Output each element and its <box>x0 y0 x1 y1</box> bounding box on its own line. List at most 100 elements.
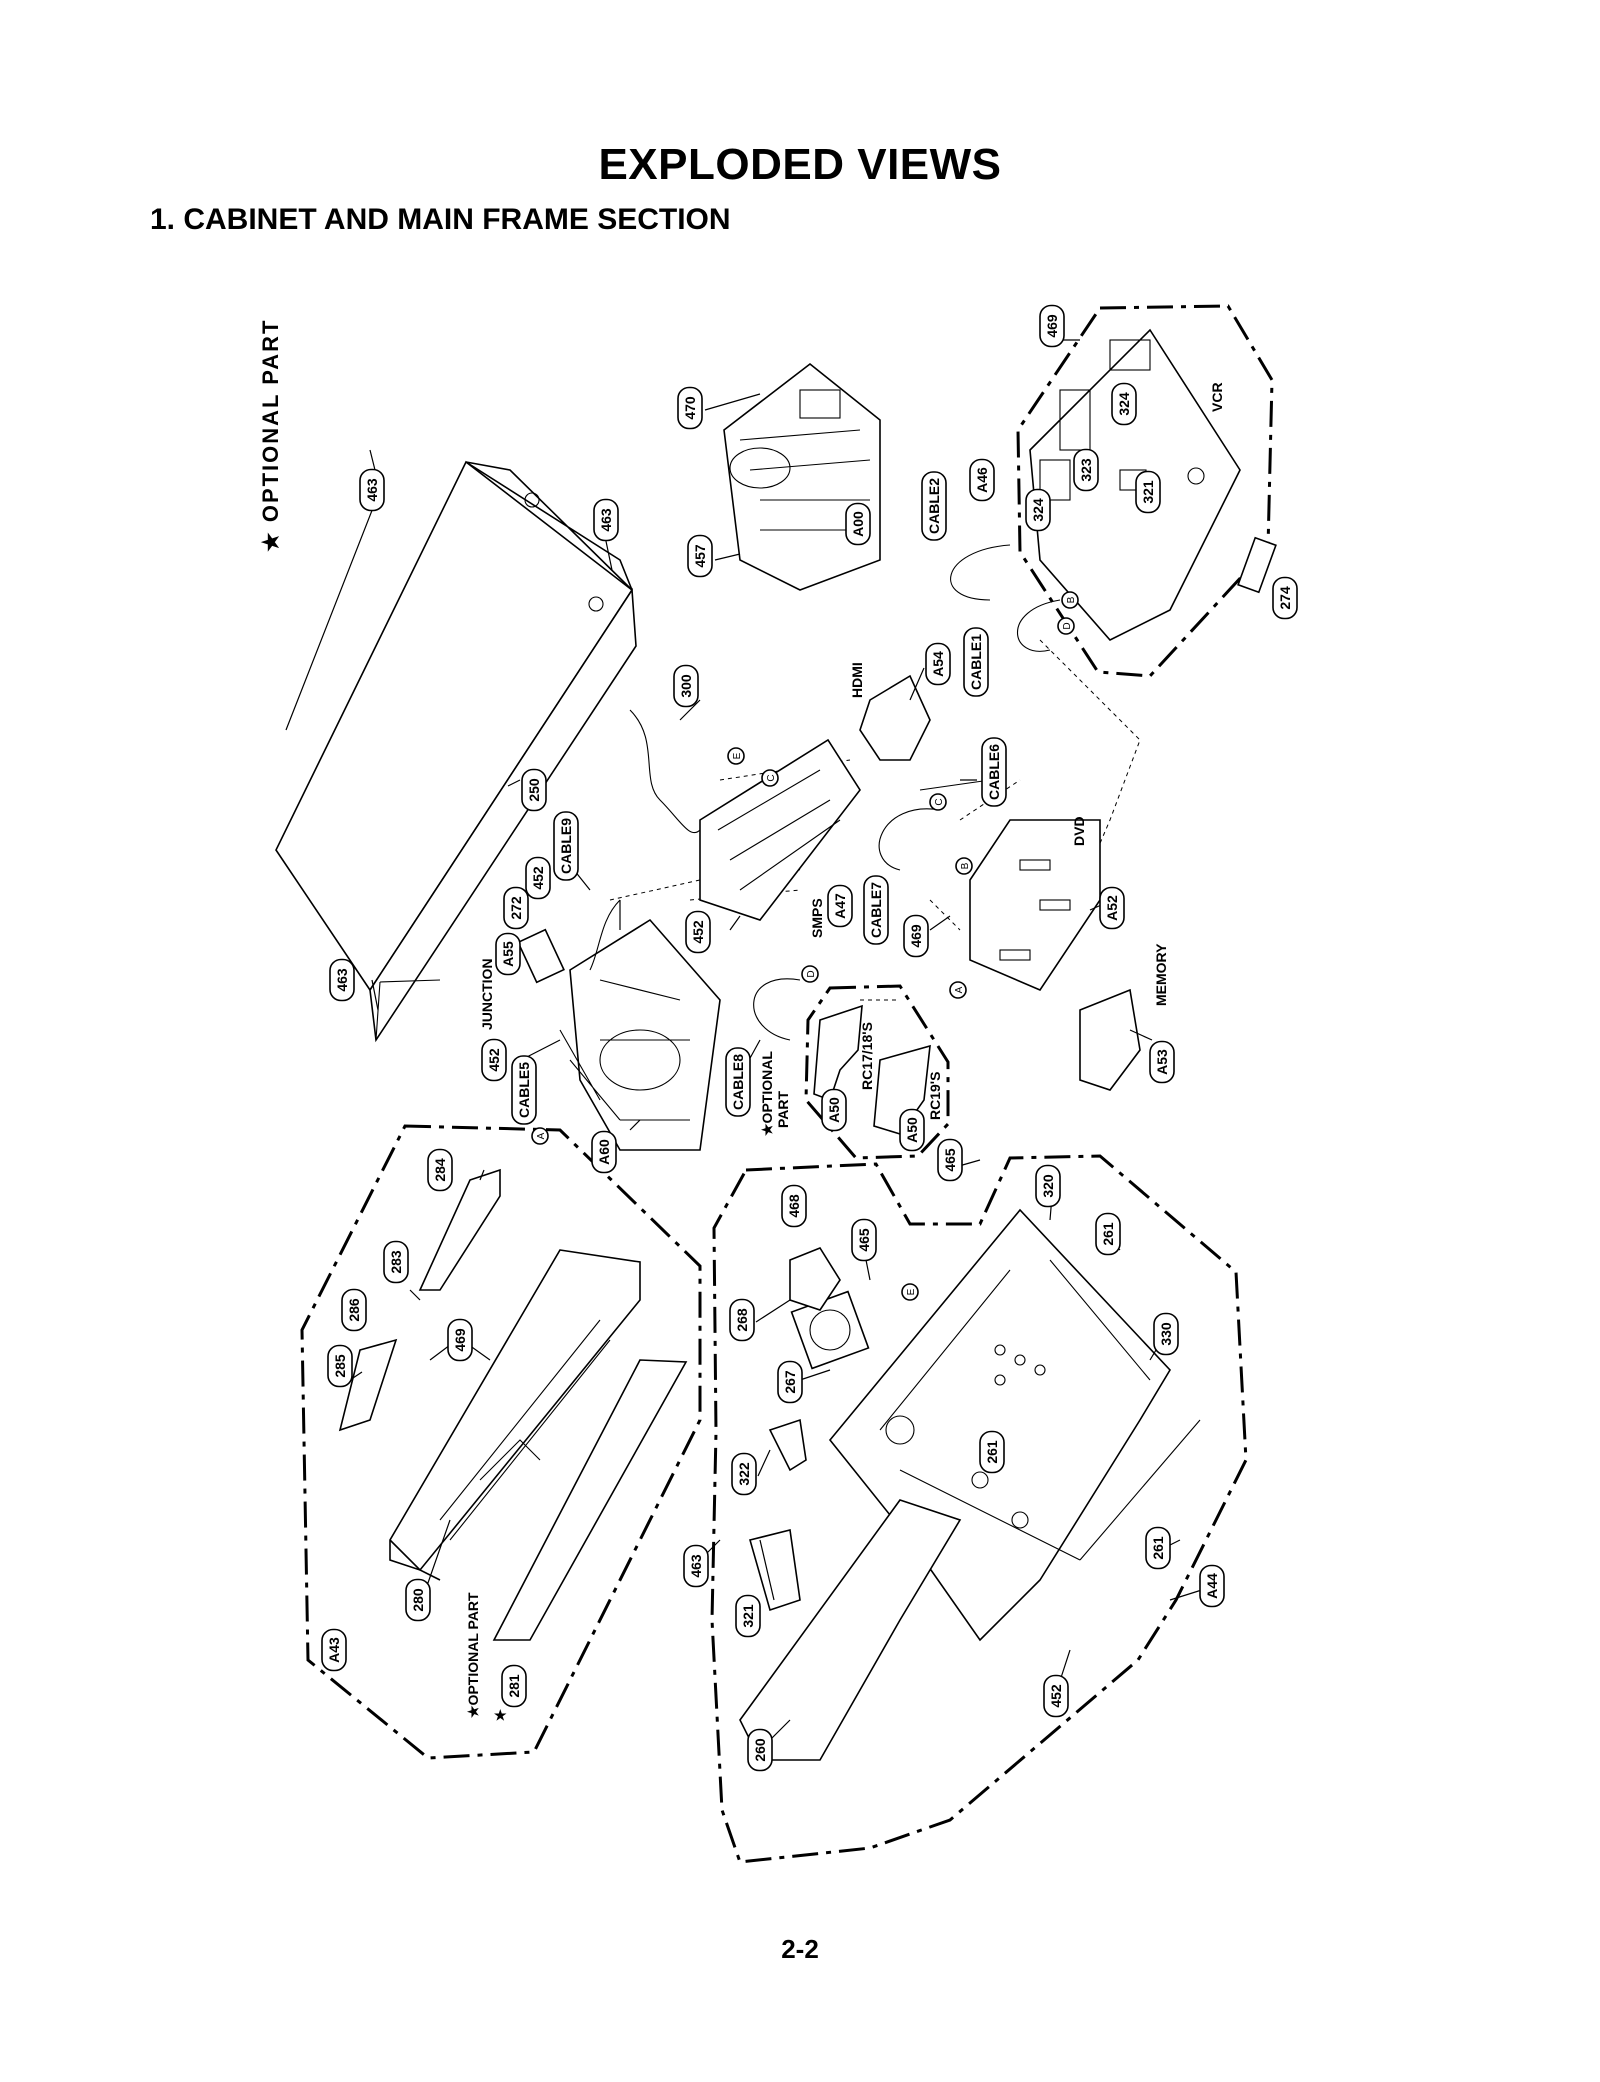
callout-283: 283 <box>383 1240 409 1284</box>
callout-457: 457 <box>687 534 713 578</box>
bracket-322 <box>768 1418 807 1472</box>
cable1-loop <box>1017 599 1061 652</box>
callout-text: 323 <box>1078 458 1094 482</box>
page-number: 2-2 <box>781 1934 819 1964</box>
connector-d: D <box>801 965 819 983</box>
callout-463c: 463 <box>329 958 355 1002</box>
cable6 <box>919 779 991 791</box>
connector-c: C <box>929 793 947 811</box>
svg-text:B: B <box>1066 596 1077 603</box>
callout-261b: 261 <box>979 1430 1005 1474</box>
label-star: ★ <box>494 1707 507 1723</box>
callout-text: A60 <box>596 1139 612 1165</box>
callout-text: 468 <box>786 1194 802 1218</box>
callout-469-top: 469 <box>1039 304 1065 348</box>
bracket-268 <box>789 1247 841 1311</box>
callout-322: 322 <box>731 1452 757 1496</box>
callout-463d: 463 <box>683 1544 709 1588</box>
label-smps: SMPS <box>809 898 825 938</box>
connector-e: E <box>727 747 745 765</box>
cable7-loop <box>878 808 941 871</box>
callout-text: 452 <box>486 1048 502 1072</box>
label-dvd: DVD <box>1071 816 1087 846</box>
fan-hub <box>809 1309 851 1351</box>
callout-text: CABLE9 <box>558 818 574 874</box>
callout-463a: 463 <box>359 468 385 512</box>
callout-text: A50 <box>904 1117 920 1143</box>
callout-text: 250 <box>526 778 542 802</box>
callout-text: 260 <box>752 1738 768 1762</box>
callout-452c: 452 <box>481 1038 507 1082</box>
vcr-board-group-outline <box>1016 304 1274 678</box>
smps-board-a47 <box>699 738 861 921</box>
callout-layer: 469470457A00A46324324323321274CABLE2CABL… <box>321 304 1298 1772</box>
label-memory: MEMORY <box>1153 943 1169 1006</box>
callout-text: A47 <box>832 893 848 919</box>
svg-text:C: C <box>766 774 777 781</box>
callout-452b: 452 <box>685 910 711 954</box>
optional-part-note: ★ OPTIONAL PART <box>258 319 283 552</box>
callout-text: A44 <box>1204 1573 1220 1599</box>
callout-text: 469 <box>908 924 924 948</box>
connector-a: A <box>531 1127 549 1145</box>
label-rc19: RC19'S <box>927 1072 943 1120</box>
callout-text: 272 <box>508 896 524 920</box>
connector-d: D <box>1057 617 1075 635</box>
junction-board-a55 <box>517 928 565 984</box>
connector-e: E <box>901 1283 919 1301</box>
callout-text: 463 <box>334 968 350 992</box>
callout-260: 260 <box>747 1728 773 1772</box>
label-optional-part-a: ★OPTIONAL <box>759 1051 775 1136</box>
callout-a47: A47 <box>827 884 853 928</box>
callout-300: 300 <box>673 664 699 708</box>
callout-text: 261 <box>984 1440 1000 1464</box>
callout-text: 463 <box>688 1554 704 1578</box>
memory-board-a53 <box>1079 988 1141 1091</box>
callout-text: 285 <box>332 1354 348 1378</box>
callout-text: 261 <box>1150 1536 1166 1560</box>
callout-text: A00 <box>850 511 866 537</box>
callout-cable2: CABLE2 <box>921 471 947 541</box>
callout-text: A46 <box>974 467 990 493</box>
label-junction: JUNCTION <box>479 958 495 1030</box>
callout-272: 272 <box>503 886 529 930</box>
svg-text:A: A <box>954 986 965 993</box>
callout-text: 463 <box>598 508 614 532</box>
callout-268: 268 <box>729 1298 755 1342</box>
callout-text: 320 <box>1040 1174 1056 1198</box>
callout-469c: 469 <box>447 1318 473 1362</box>
callout-281: 281 <box>501 1664 527 1708</box>
callout-text: 284 <box>432 1158 448 1182</box>
callout-text: 283 <box>388 1250 404 1274</box>
callout-text: 280 <box>410 1588 426 1612</box>
callout-261c: 261 <box>1145 1526 1171 1570</box>
label-rc1718: RC17/18'S <box>859 1022 875 1090</box>
callout-a55: A55 <box>495 932 521 976</box>
callout-469b: 469 <box>903 914 929 958</box>
callout-text: 300 <box>678 674 694 698</box>
cable9 <box>589 899 621 971</box>
page-title: EXPLODED VIEWS <box>598 140 1002 189</box>
callout-280: 280 <box>405 1578 431 1622</box>
callout-text: 465 <box>856 1228 872 1252</box>
svg-text:A: A <box>536 1132 547 1139</box>
callout-465b: 465 <box>851 1218 877 1262</box>
callout-text: CABLE8 <box>730 1054 746 1110</box>
cable2-loop <box>950 544 1011 601</box>
callout-330: 330 <box>1153 1312 1179 1356</box>
callout-text: 286 <box>346 1298 362 1322</box>
part-285 <box>338 1338 398 1432</box>
svg-text:C: C <box>934 798 945 805</box>
callout-text: 268 <box>734 1308 750 1332</box>
label-optional-part-b: PART <box>775 1090 791 1128</box>
cable8-loop <box>753 978 801 1041</box>
callout-a50a: A50 <box>821 1088 847 1132</box>
callout-text: 469 <box>452 1328 468 1352</box>
svg-text:E: E <box>906 1288 917 1295</box>
callout-286: 286 <box>341 1288 367 1332</box>
top-cover-250 <box>275 460 637 1043</box>
callout-text: 330 <box>1158 1322 1174 1346</box>
callout-text: 470 <box>682 396 698 420</box>
